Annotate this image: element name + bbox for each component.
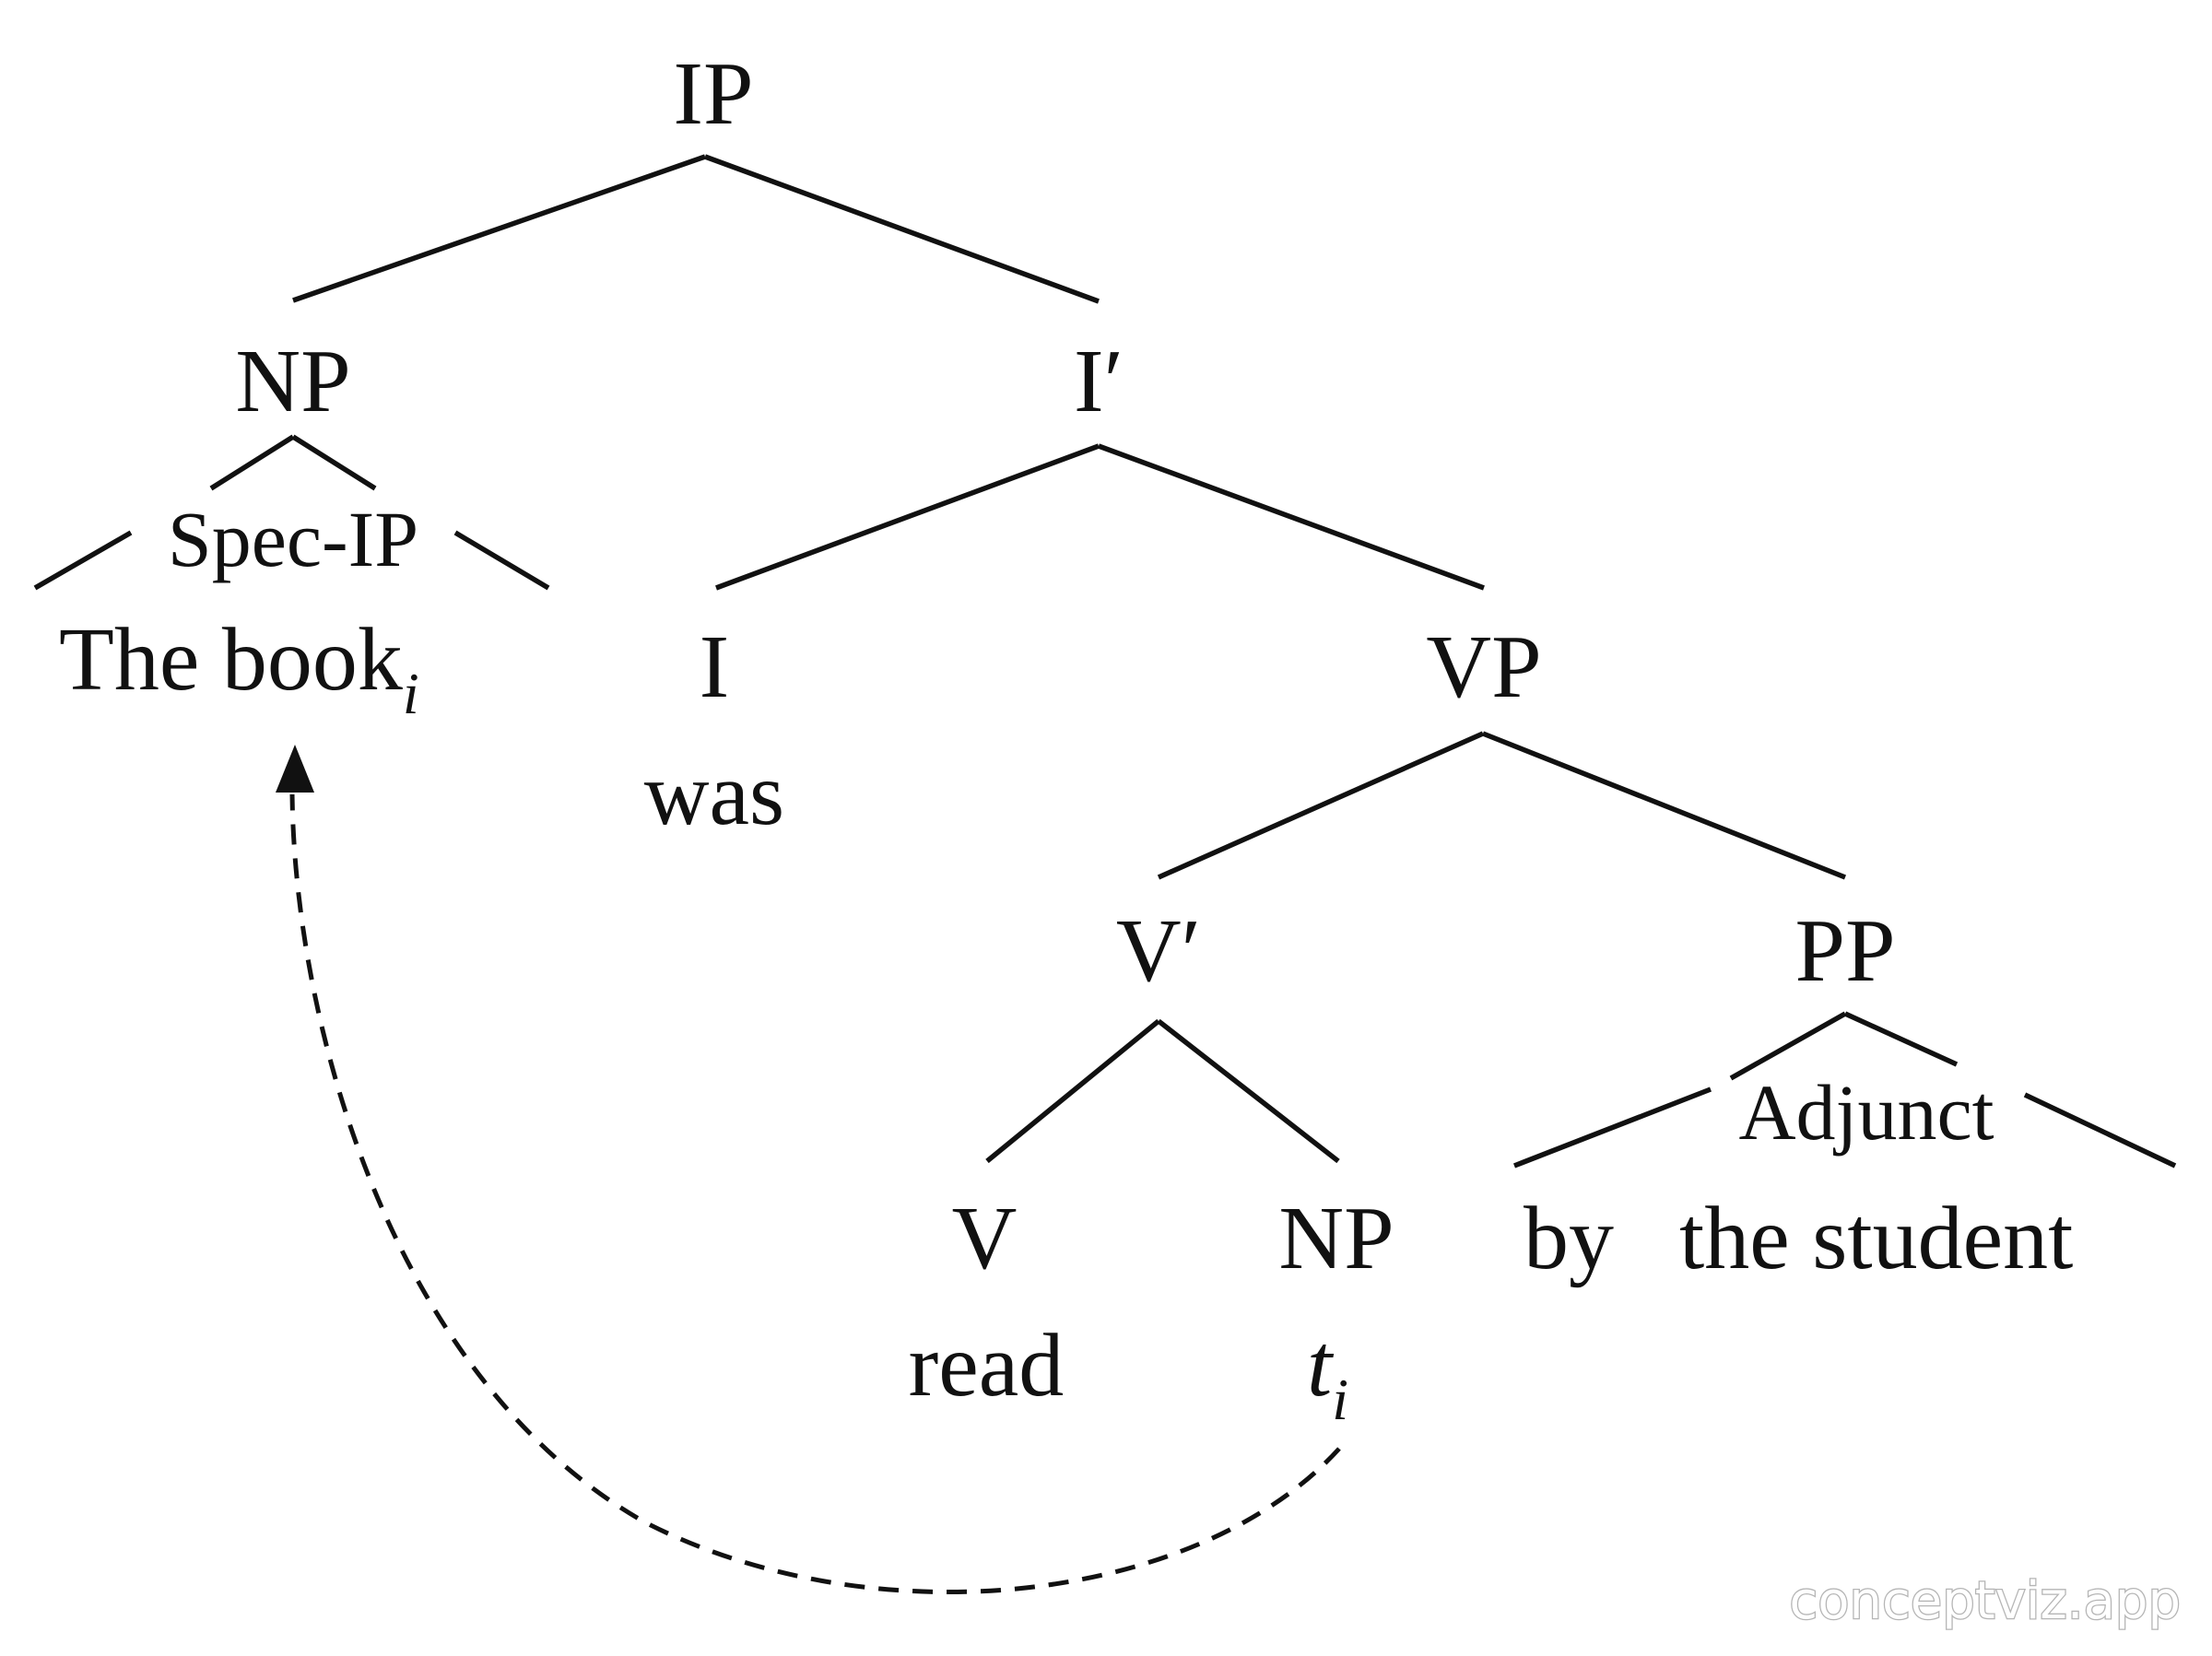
node-vp: VP <box>1426 617 1541 717</box>
edge-vp-vbar <box>1157 731 1485 880</box>
word-was: was <box>644 745 784 844</box>
edge-vbar-v <box>985 1018 1160 1164</box>
node-np-subject: NP <box>235 332 350 431</box>
edge-ibar-i <box>715 443 1100 591</box>
node-spec-ip: Spec-IP <box>168 495 418 583</box>
edge-np-spec-left <box>209 434 295 491</box>
trace-index-subscript: i <box>1332 1367 1348 1432</box>
edge-spec-right-outer <box>453 530 550 591</box>
node-adjunct: Adjunct <box>1738 1068 1994 1157</box>
edge-ip-np <box>292 154 706 303</box>
word-trace: ti <box>1307 1316 1348 1432</box>
node-i-bar: I′ <box>1074 332 1124 431</box>
word-the-student: the student <box>1679 1189 2073 1288</box>
movement-arrowhead <box>276 745 314 793</box>
edge-adjunct-right-outer <box>2023 1092 2177 1169</box>
trace-t: t <box>1307 1316 1335 1415</box>
edge-spec-left-outer <box>33 530 133 591</box>
edge-pp-adjunct-left <box>1729 1011 1847 1081</box>
edge-ip-ibar <box>704 154 1100 304</box>
node-ip: IP <box>673 44 753 144</box>
node-i-head: I <box>700 617 730 717</box>
watermark-text: conceptviz.app <box>1789 1571 2181 1631</box>
edge-vbar-np <box>1157 1018 1340 1164</box>
node-v-bar: V′ <box>1116 901 1201 1001</box>
book-index-subscript: i <box>403 661 419 726</box>
node-v-head: V <box>952 1189 1018 1288</box>
word-read: read <box>909 1316 1065 1415</box>
movement-arrow <box>289 793 1341 1595</box>
edge-ibar-vp <box>1098 443 1485 591</box>
node-pp: PP <box>1794 901 1895 1001</box>
edge-adjunct-left-outer <box>1513 1086 1712 1169</box>
word-by: by <box>1524 1189 1614 1288</box>
edge-np-spec-right <box>291 434 377 491</box>
edge-vp-pp <box>1481 731 1847 880</box>
word-the-book: The booki <box>59 610 419 726</box>
the-book-text: The book <box>59 610 403 710</box>
edge-pp-adjunct-right <box>1843 1011 1959 1067</box>
node-np-object: NP <box>1278 1189 1394 1288</box>
